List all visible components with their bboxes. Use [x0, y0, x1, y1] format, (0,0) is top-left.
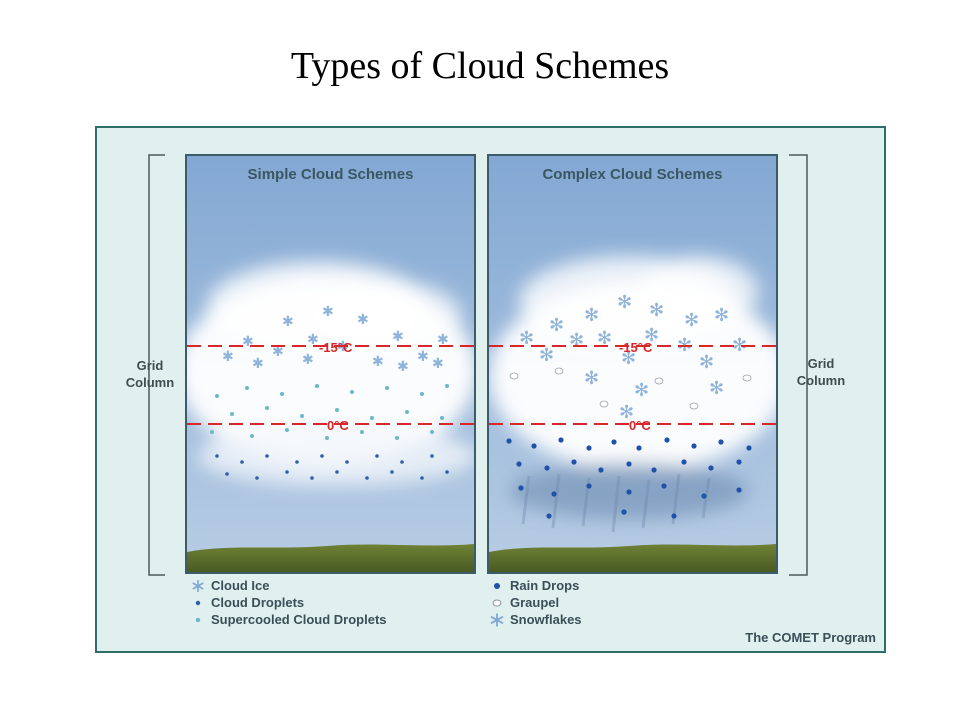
supercooled-droplets	[210, 384, 449, 440]
svg-text:✻: ✻	[569, 330, 584, 351]
temp-label-zero: 0°C	[327, 418, 349, 433]
legend-label: Cloud Droplets	[211, 595, 305, 610]
legend-item-graupel: Graupel	[490, 594, 582, 611]
grid-label-line1: Grid	[807, 356, 835, 371]
right-legend: Rain Drops Graupel Snowflakes	[490, 577, 582, 628]
svg-text:✱: ✱	[222, 349, 234, 365]
svg-text:✻: ✻	[619, 402, 634, 423]
svg-text:✻: ✻	[709, 378, 724, 399]
panel-title: Complex Cloud Schemes	[542, 166, 723, 183]
cloud-mass	[489, 256, 776, 519]
svg-text:✱: ✱	[437, 332, 449, 348]
legend-item-cloud-droplets: Cloud Droplets	[191, 594, 387, 611]
credit-text: The COMET Program	[745, 630, 876, 645]
svg-text:✻: ✻	[519, 328, 534, 349]
svg-text:✻: ✻	[732, 335, 747, 356]
svg-text:✻: ✻	[634, 380, 649, 401]
right-grid-column-bracket	[789, 154, 808, 576]
svg-text:✻: ✻	[597, 328, 612, 349]
cloud-droplets	[215, 454, 449, 480]
svg-text:✻: ✻	[699, 352, 714, 373]
ground	[187, 544, 474, 572]
ground	[489, 544, 776, 572]
simple-scheme-scene: ✱✱✱ ✱✱✱ ✱✱✱ ✱✱✱ ✱✱✱ ✱	[187, 156, 474, 572]
complex-scheme-scene: ✻✻✻ ✻✻✻ ✻✻✻ ✻✻✻ ✻✻✻ ✻✻✻ ✻	[489, 156, 776, 572]
grid-label-line2: Column	[125, 375, 175, 390]
svg-text:✱: ✱	[432, 356, 444, 372]
cloud-ice-crystals: ✱✱✱ ✱✱✱ ✱✱✱ ✱✱✱ ✱✱✱ ✱	[222, 304, 449, 375]
svg-text:✻: ✻	[539, 345, 554, 366]
cloud-scheme-figure: Grid Column Grid Column	[95, 126, 886, 653]
svg-text:✻: ✻	[584, 305, 599, 326]
svg-text:✱: ✱	[282, 314, 294, 330]
svg-text:✱: ✱	[302, 352, 314, 368]
svg-text:✱: ✱	[272, 344, 284, 360]
legend-item-cloud-ice: Cloud Ice	[191, 577, 387, 594]
temp-label-minus-15: -15°C	[319, 340, 353, 355]
temp-label-minus-15: -15°C	[619, 340, 653, 355]
legend-label: Rain Drops	[510, 578, 580, 593]
simple-cloud-scheme-panel: ✱✱✱ ✱✱✱ ✱✱✱ ✱✱✱ ✱✱✱ ✱	[185, 154, 476, 574]
snowflake-icon	[490, 613, 504, 626]
svg-text:✱: ✱	[357, 312, 369, 328]
legend-label: Cloud Ice	[211, 578, 270, 593]
svg-text:✻: ✻	[684, 310, 699, 331]
left-grid-column-label: Grid Column	[122, 357, 178, 391]
svg-text:✱: ✱	[252, 356, 264, 372]
svg-text:✻: ✻	[621, 348, 636, 369]
grid-label-line2: Column	[796, 373, 846, 388]
svg-text:✱: ✱	[242, 334, 254, 350]
rain-drops	[506, 437, 752, 519]
legend-item-snowflakes: Snowflakes	[490, 611, 582, 628]
left-legend: Cloud Ice Cloud Droplets Supercooled Clo…	[191, 577, 387, 628]
grid-label-line1: Grid	[136, 358, 164, 373]
legend-label: Graupel	[510, 595, 560, 610]
complex-cloud-scheme-panel: ✻✻✻ ✻✻✻ ✻✻✻ ✻✻✻ ✻✻✻ ✻✻✻ ✻	[487, 154, 778, 574]
svg-text:✻: ✻	[584, 368, 599, 389]
svg-text:✱: ✱	[322, 304, 334, 320]
page-title: Types of Cloud Schemes	[290, 45, 670, 87]
svg-text:✻: ✻	[549, 315, 564, 336]
cloud-droplet-icon	[195, 600, 201, 605]
graupel-icon	[492, 599, 502, 606]
graupel	[509, 367, 752, 410]
svg-text:✱: ✱	[372, 354, 384, 370]
legend-item-supercooled-droplets: Supercooled Cloud Droplets	[191, 611, 387, 628]
legend-label: Supercooled Cloud Droplets	[211, 612, 387, 627]
left-grid-column-bracket	[148, 154, 165, 576]
svg-text:✱: ✱	[397, 359, 409, 375]
supercooled-droplet-icon	[195, 617, 201, 622]
right-grid-column-label: Grid Column	[793, 355, 849, 389]
svg-text:✻: ✻	[644, 325, 659, 346]
temp-label-zero: 0°C	[629, 418, 651, 433]
svg-text:✻: ✻	[649, 300, 664, 321]
ice-crystal-icon	[192, 579, 204, 592]
svg-text:✻: ✻	[714, 305, 729, 326]
svg-text:✱: ✱	[392, 329, 404, 345]
legend-label: Snowflakes	[510, 612, 582, 627]
rain-drop-icon	[494, 582, 500, 589]
svg-text:✱: ✱	[417, 349, 429, 365]
cloud-mass	[187, 261, 474, 486]
svg-text:✻: ✻	[617, 292, 632, 313]
svg-text:✱: ✱	[307, 332, 319, 348]
legend-item-rain-drops: Rain Drops	[490, 577, 582, 594]
panel-title: Simple Cloud Schemes	[247, 166, 414, 183]
snowflakes: ✻✻✻ ✻✻✻ ✻✻✻ ✻✻✻ ✻✻✻ ✻✻✻ ✻	[519, 292, 747, 423]
